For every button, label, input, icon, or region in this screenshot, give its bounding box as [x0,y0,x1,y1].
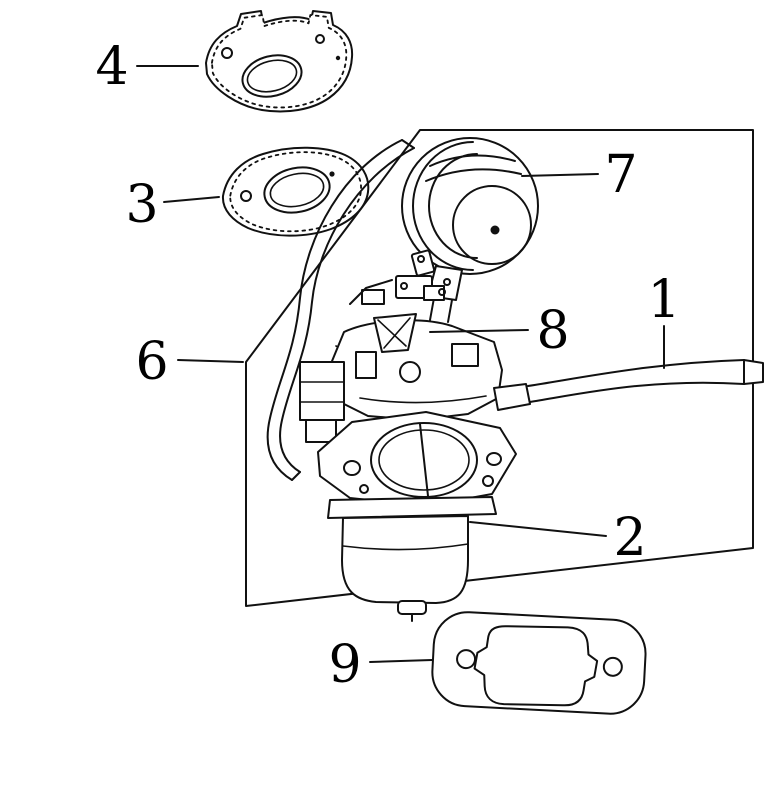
funnel-part-8 [373,313,417,353]
cover-ring-arc-1 [412,141,474,271]
cover-screw-2 [443,278,451,286]
leader-line-2 [469,521,607,537]
linkage-screw-1 [400,282,408,290]
gasket4-oval-hole-inner [246,59,298,93]
gasket3-pin-dot [329,171,335,177]
body-detail-arc [359,395,487,404]
neck-line-2 [447,299,453,323]
flange-bore-inner [378,429,470,491]
cover-rib-top-2 [425,168,522,182]
callout-leader-lines [136,65,665,663]
left-block [299,361,345,421]
flange-bolt-hole-right [486,452,502,466]
frame-panel-outline [245,129,754,607]
gasket9-bolt-hole-left [456,649,477,670]
leader-line-3 [163,196,220,203]
diagram-line-art [136,10,764,715]
fuel-line-top-edge [527,359,745,387]
body-detail-port [399,361,421,383]
fuel-inlet-boss [493,383,531,411]
cover-side-clip [410,249,436,277]
flange-bolt-hole-left [343,460,361,476]
bowl-drain-bolt [397,600,427,615]
cover-face-circle [452,185,532,265]
pipe-top-end [401,139,415,149]
callout-label-1: 1 [647,270,680,330]
callout-label-4: 4 [95,37,128,97]
funnel-cross-2 [383,317,411,349]
bowl-seam-line [342,543,469,551]
throttle-plate-edge [419,423,429,497]
callout-label-8: 8 [536,301,569,361]
callout-label-6: 6 [135,332,168,392]
fuel-line-part-1-drawing [527,359,764,403]
cover-center-dot [490,225,500,235]
leader-line-9 [369,659,433,663]
cover-ring-arc-2 [428,153,478,259]
left-curved-pipe-drawing [266,139,415,481]
gasket9-inner-cutout [473,625,599,707]
lever-arm [349,279,393,305]
funnel-cross-1 [377,319,407,347]
gasket4-bolt-hole-right [315,34,325,44]
callout-label-9: 9 [328,635,361,695]
gasket3-oval-hole [263,166,331,214]
bottom-gasket-part-9-drawing [431,611,647,715]
gasket3-oval-hole-inner [269,172,325,208]
flange-small-hole-1 [482,475,494,487]
linkage-block-right [423,285,445,301]
gasket4-bolt-hole-left [221,47,233,59]
flange-small-hole-2 [359,484,369,494]
left-block-foot [305,419,337,443]
body-detail-block-1 [355,351,377,379]
pipe-inner-curve [279,147,415,473]
gasket4-oval-hole [241,54,303,98]
gasket4-pin-dot [335,55,341,61]
leader-line-6 [177,359,244,363]
callout-label-7: 7 [604,145,637,205]
cover-outer-circle [401,137,539,275]
neck-line-1 [429,297,435,321]
pipe-bottom-end [291,471,301,481]
body-detail-block-2 [451,343,479,367]
leader-line-8 [429,329,529,333]
gasket-part-3-drawing [221,146,370,237]
bowl-cup [341,515,469,604]
cover-screw-1 [417,255,425,263]
cover-rib-top-1 [429,154,516,167]
bowl-top-flange [327,496,497,519]
fuel-line-bottom-edge [529,381,745,403]
carburetor-body-drawing [299,275,531,622]
gasket3-bolt-hole-left [240,190,252,202]
round-cover-part-7-drawing [401,137,539,301]
callout-label-2: 2 [613,508,646,568]
fuel-line-end-fitting [743,359,764,385]
callout-labels: 4 7 3 8 1 6 2 9 [95,37,680,695]
linkage-screw-2 [438,288,446,296]
gasket9-bolt-hole-right [602,656,623,677]
linkage-block-left [361,289,385,305]
callout-label-3: 3 [125,175,158,235]
gasket-part-4-drawing [205,10,354,113]
leader-line-7 [521,173,599,177]
pipe-outer-curve [266,139,403,481]
